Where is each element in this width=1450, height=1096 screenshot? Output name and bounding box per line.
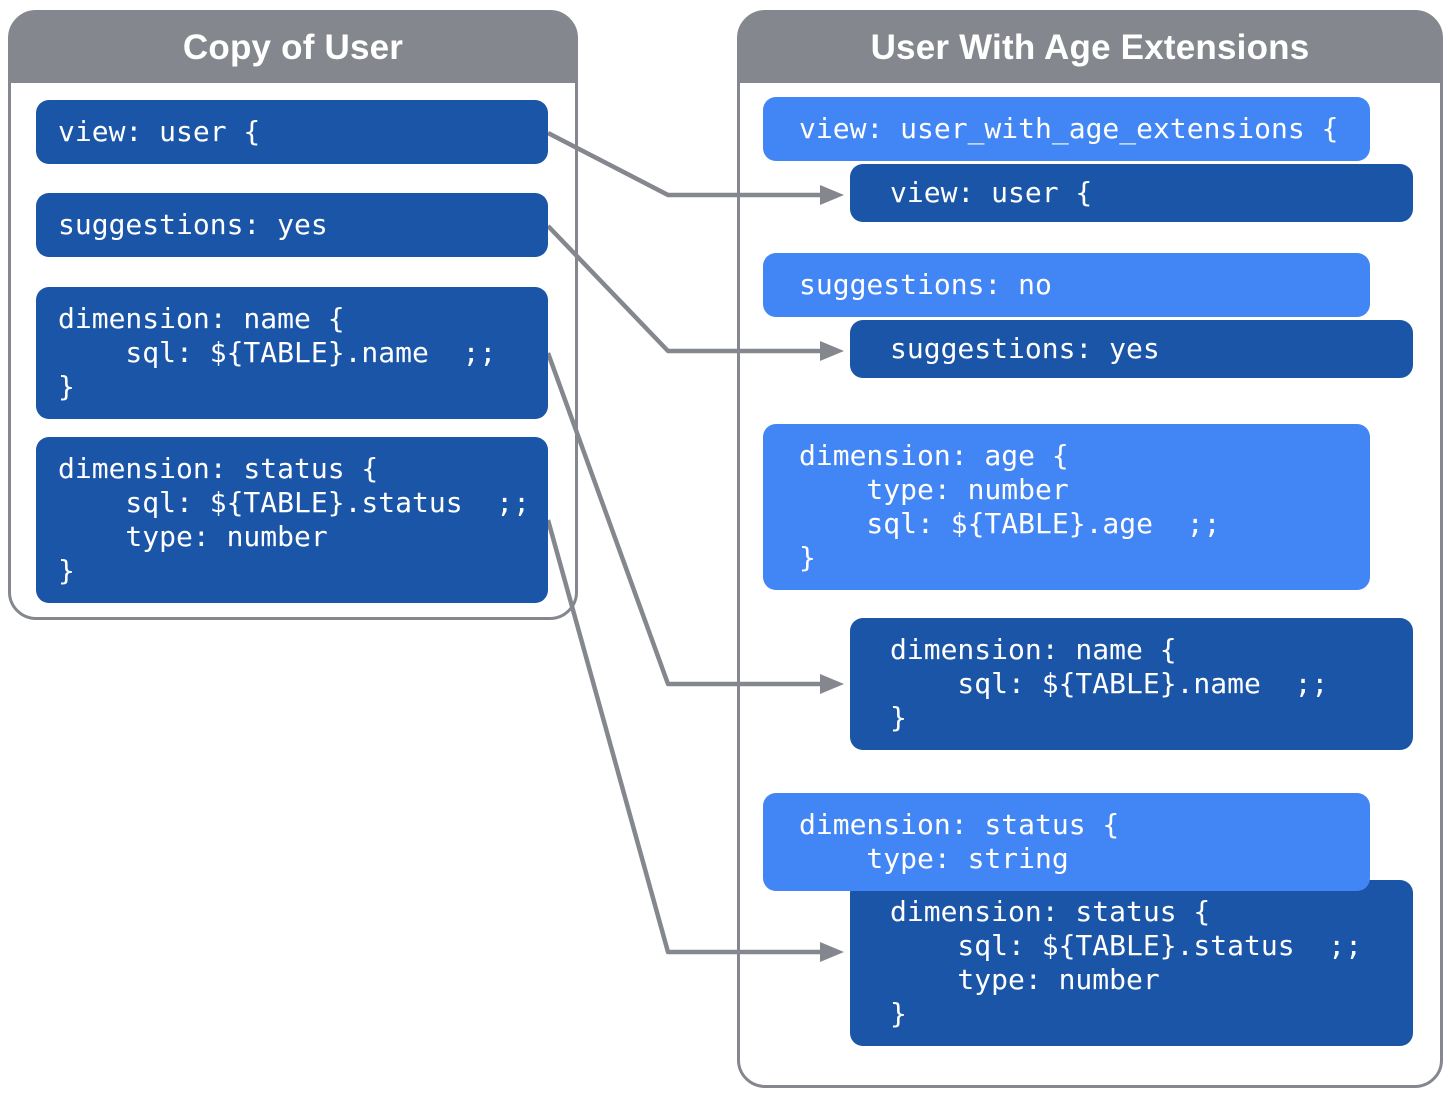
code-block-dimension-name-inherited: dimension: name { sql: ${TABLE}.name ;; …: [850, 618, 1413, 750]
panel-title: User With Age Extensions: [870, 28, 1310, 67]
code-block-dimension-status: dimension: status { sql: ${TABLE}.status…: [36, 437, 548, 603]
code-block-view-user: view: user {: [36, 100, 548, 164]
code-block-dimension-age: dimension: age { type: number sql: ${TAB…: [763, 424, 1370, 590]
panel-header: Copy of User: [11, 13, 575, 83]
code-block-view-user-with-age-extensions: view: user_with_age_extensions {: [763, 97, 1370, 161]
code-block-suggestions-yes-inherited: suggestions: yes: [850, 320, 1413, 378]
code-block-dimension-status-inherited: dimension: status { sql: ${TABLE}.status…: [850, 880, 1413, 1046]
code-block-view-user-inherited: view: user {: [850, 164, 1413, 222]
code-block-suggestions-yes: suggestions: yes: [36, 193, 548, 257]
code-block-dimension-status-override: dimension: status { type: string: [763, 793, 1370, 891]
code-block-suggestions-no: suggestions: no: [763, 253, 1370, 317]
code-block-dimension-name: dimension: name { sql: ${TABLE}.name ;; …: [36, 287, 548, 419]
panel-title: Copy of User: [182, 28, 404, 67]
panel-header: User With Age Extensions: [740, 13, 1440, 83]
